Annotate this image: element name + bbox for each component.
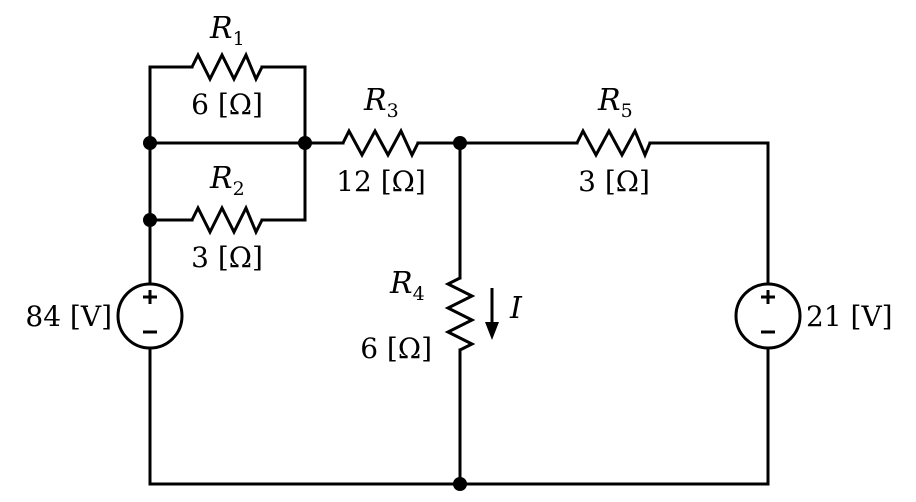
- wires: [148, 65, 770, 486]
- resistor-r5-value: 3 [Ω]: [578, 165, 650, 198]
- resistor-r2-value: 3 [Ω]: [191, 241, 263, 274]
- node-center-top: [453, 136, 467, 150]
- voltage-source-left-value: 84 [V]: [25, 300, 112, 333]
- resistor-r1-value: 6 [Ω]: [191, 88, 263, 121]
- node-left-top: [143, 136, 157, 150]
- resistor-r1-label: R1: [209, 11, 245, 50]
- voltage-source-right-value: 21 [V]: [806, 300, 893, 333]
- voltage-source-right: [734, 282, 802, 350]
- resistor-r4-symbol: [444, 276, 476, 352]
- wire-r5-right: [648, 141, 770, 287]
- resistor-r3-symbol: [341, 127, 420, 159]
- wire-r1-left: [148, 65, 194, 145]
- resistor-r2-label: R2: [209, 161, 245, 200]
- voltage-source-left: [116, 282, 184, 350]
- resistor-r2-symbol: [190, 204, 264, 236]
- resistor-r3-label: R3: [363, 83, 399, 122]
- resistor-r5-label: R5: [597, 83, 633, 122]
- resistor-r1-symbol: [190, 51, 264, 83]
- node-center-bottom: [453, 477, 467, 491]
- junction-nodes: [143, 136, 467, 491]
- voltage-source-right-body: [734, 282, 802, 350]
- resistor-r4-value: 6 [Ω]: [360, 332, 432, 365]
- node-left-r2: [143, 213, 157, 227]
- resistor-r3-value: 12 [Ω]: [336, 165, 426, 198]
- current-arrow-icon: [485, 288, 499, 340]
- resistor-r5-symbol: [575, 127, 652, 159]
- current-label: I: [509, 291, 523, 326]
- node-parallel-right: [298, 136, 312, 150]
- voltage-source-left-body: [116, 282, 184, 350]
- resistor-r4-label: R4: [389, 266, 425, 305]
